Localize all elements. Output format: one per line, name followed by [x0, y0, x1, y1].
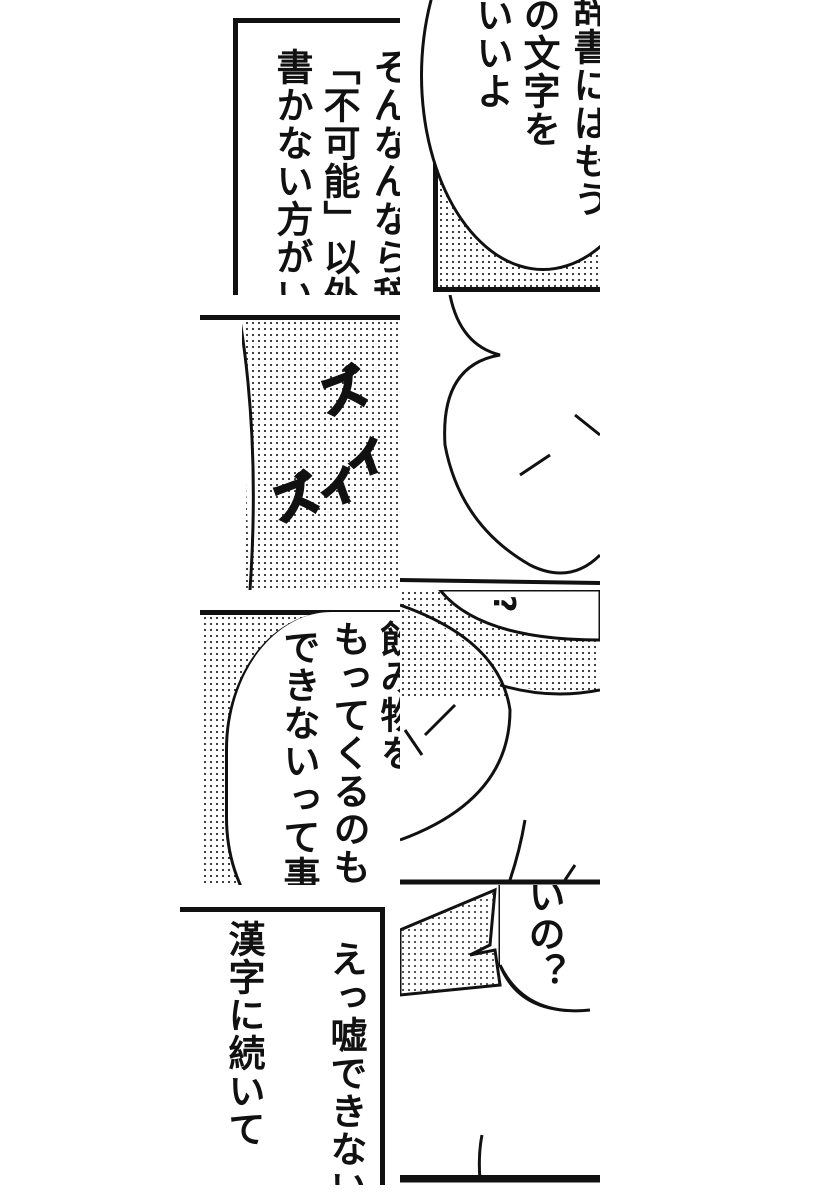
speech-line: 漢字に続いて — [222, 920, 265, 1148]
speech-line: いいよ — [470, 0, 513, 110]
speech-line: ? — [486, 595, 521, 614]
speech-line: 辞書にはもう — [567, 0, 600, 218]
speech-line: もってくるのも — [327, 620, 370, 885]
panel-tile-4-right: いの？ — [400, 885, 600, 1185]
panel-frame — [233, 18, 400, 295]
panel-tile-3-left: 飲み物を もってくるのも できないって事 — [200, 590, 400, 885]
panel-tile-2-right — [400, 295, 600, 590]
panel-tile-3-right: ? — [400, 590, 600, 885]
speech-tail — [400, 885, 600, 1183]
panel-frame — [180, 907, 385, 1185]
character-body — [400, 590, 600, 885]
figure-outline — [200, 319, 255, 590]
panel-tile-4-left: えっ嘘できない 漢字に続いて — [180, 885, 400, 1185]
caption-line: 書かない方がい — [270, 48, 313, 295]
speech-line: いの？ — [522, 885, 565, 991]
speech-bubble — [225, 612, 400, 885]
speech-line: えっ嘘できない — [324, 940, 367, 1185]
speech-line: 飲み物を — [374, 620, 400, 772]
character-face — [400, 295, 600, 590]
caption-line: そんなんなら辞 — [367, 48, 400, 295]
speech-line: できないって事 — [277, 628, 320, 885]
speech-line: の文字を — [517, 0, 560, 148]
panel-tile-1-left: そんなんなら辞 「不可能」以外の 書かない方がい — [200, 0, 400, 295]
caption-line: 「不可能」以外の — [317, 48, 360, 295]
panel-tile-1-right: 辞書にはもう の文字を いいよ — [400, 0, 600, 295]
panel-tile-2-left: ズィ ズィ — [200, 295, 400, 590]
